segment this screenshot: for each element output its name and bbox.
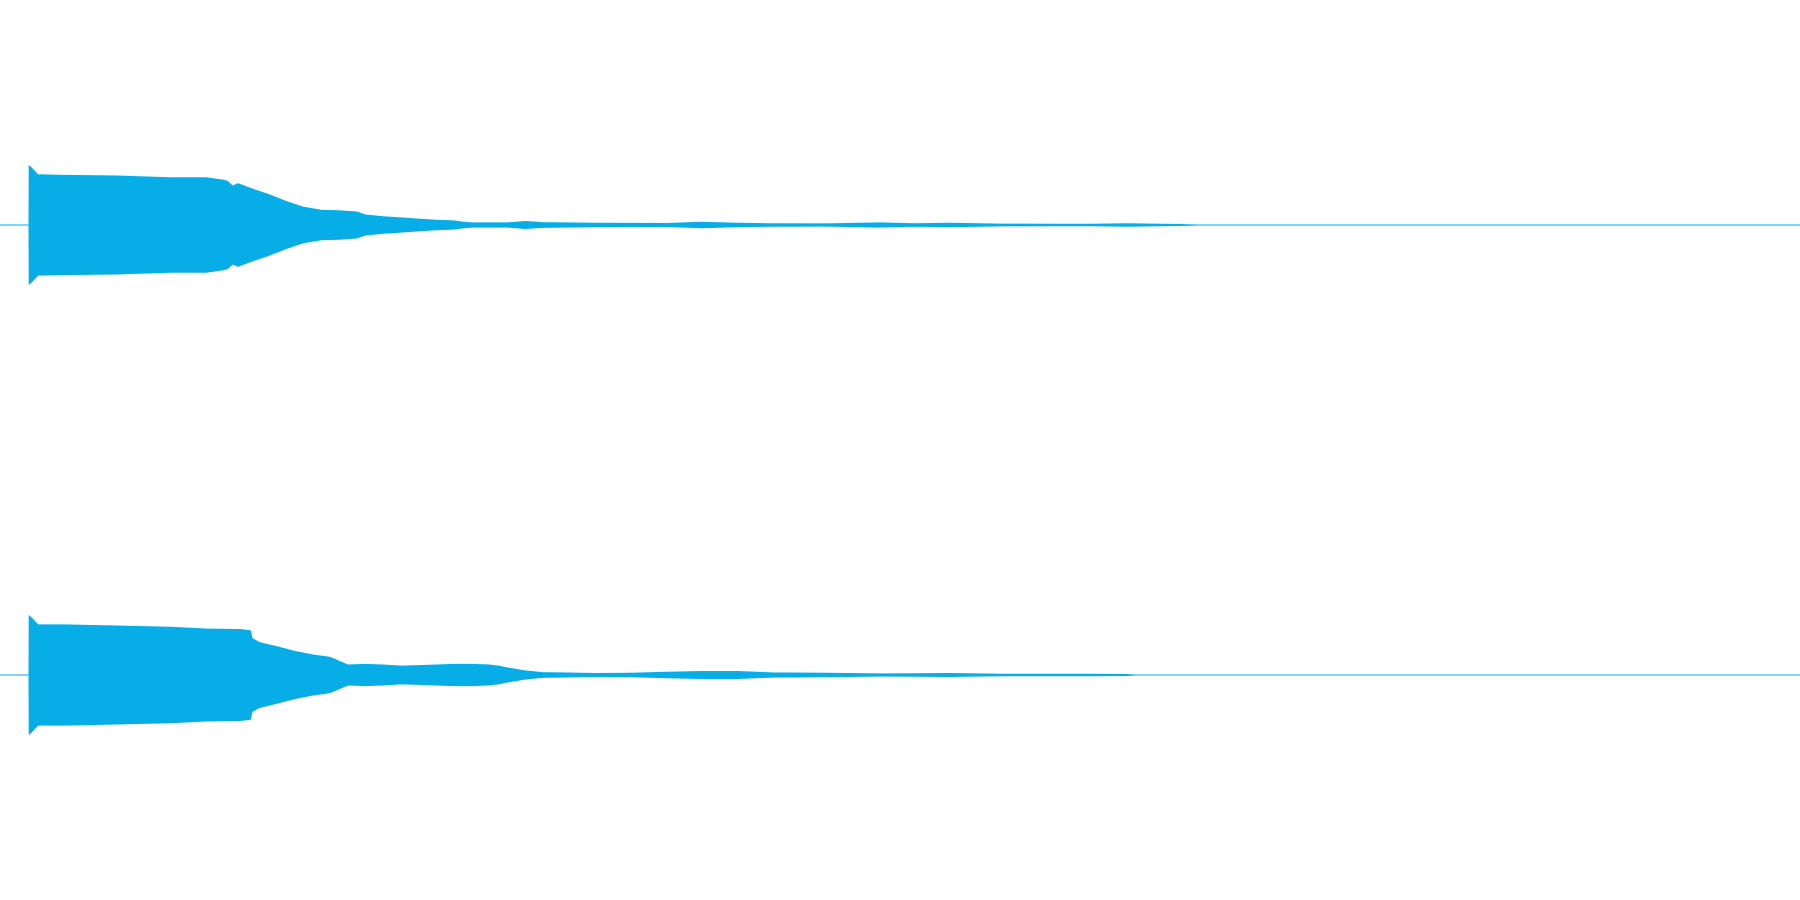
- channel-2-envelope: [28, 615, 1136, 735]
- channel-1-envelope: [28, 165, 1198, 285]
- waveform-channel-1: [0, 165, 1800, 285]
- waveform-channel-2: [0, 615, 1800, 735]
